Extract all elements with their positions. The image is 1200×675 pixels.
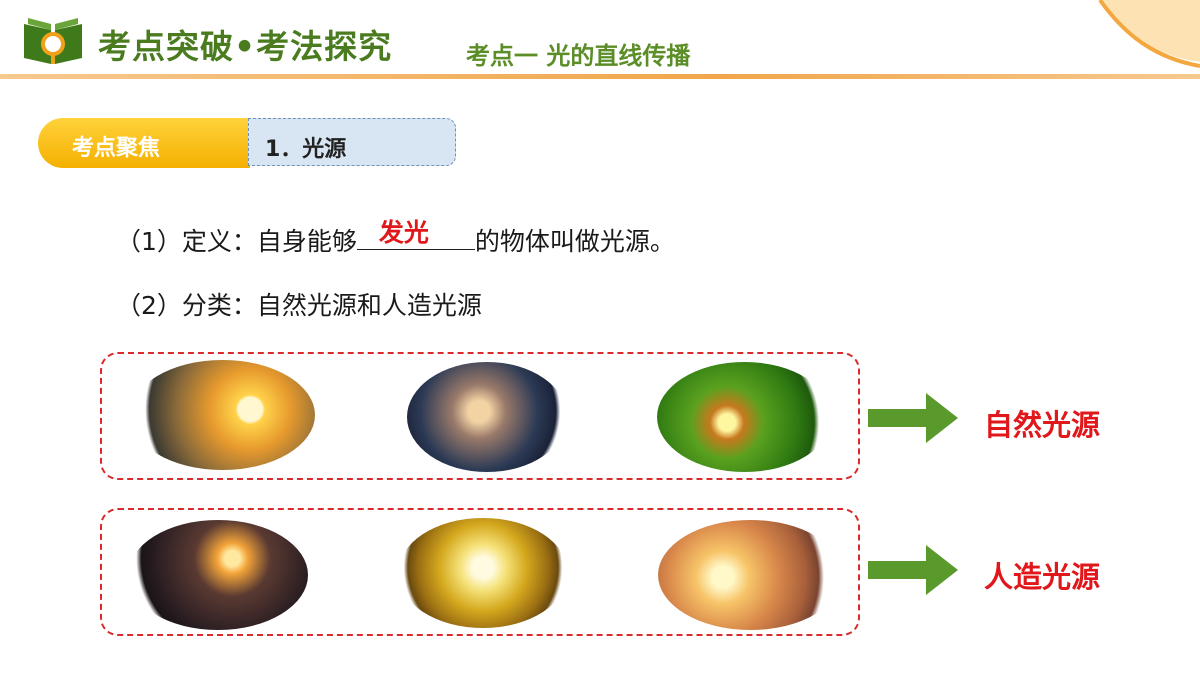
natural-sources-group [100,352,860,480]
topic-title: 1．光源 [265,137,347,162]
flashlight-image [658,520,843,630]
definition-suffix: 的物体叫做光源。 [474,227,675,256]
definition-prefix: （1）定义：自身能够 [116,227,357,256]
natural-sources-label: 自然光源 [984,408,1101,442]
book-magnifier-logo-icon [24,18,82,64]
header-divider [0,74,1200,79]
firefly-image [657,362,832,472]
definition-answer: 发光 [378,218,429,247]
page-title: 考点突破•考法探究 [98,27,393,66]
corner-decoration [1098,0,1200,68]
light-bulbs-image [398,518,568,628]
definition-line: （1）定义：自身能够发光 的物体叫做光源。 [116,218,675,258]
topic-box [248,118,456,166]
candle-image [128,520,308,630]
answer-blank: 发光 [356,218,475,250]
jellyfish-image [407,362,567,472]
focus-tag-background [38,118,250,168]
classification-line: （2）分类：自然光源和人造光源 [116,291,482,320]
arrow-right-icon [868,545,958,595]
sunset-image [130,360,315,470]
arrow-right-icon [868,393,958,443]
artificial-sources-label: 人造光源 [984,560,1101,594]
section-subtitle: 考点一 光的直线传播 [466,42,691,70]
artificial-sources-group [100,508,860,636]
focus-tag-label: 考点聚焦 [72,136,161,161]
